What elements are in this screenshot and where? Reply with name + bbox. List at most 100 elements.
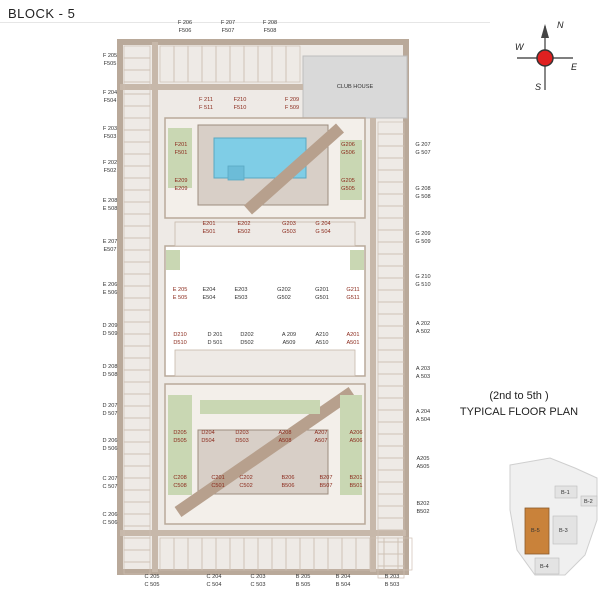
floor-range: (2nd to 5th ) (489, 390, 549, 402)
lower-lawn-right (340, 395, 362, 495)
unit-label: E 208 (103, 198, 118, 204)
unit-label: A510 (315, 340, 328, 346)
unit-label: G 210 (415, 274, 430, 280)
unit-label: G211 (346, 287, 359, 293)
unit-label: D503 (235, 438, 248, 444)
mid-unit-row-bottom (174, 349, 356, 377)
unit-label: G501 (315, 295, 329, 301)
unit-label: B501 (349, 483, 362, 489)
unit-label: D203 (235, 430, 248, 436)
unit-label: D 201 (208, 332, 223, 338)
unit-label: G505 (341, 186, 355, 192)
unit-label: D510 (173, 340, 186, 346)
unit-label: A507 (314, 438, 327, 444)
unit-label: A206 (349, 430, 362, 436)
unit-label: E209 (174, 178, 187, 184)
unit-label: F201 (175, 142, 188, 148)
unit-label: F 208 (263, 20, 277, 26)
lower-diagonal-walkway (174, 387, 356, 517)
unit-label: G 208 (415, 186, 430, 192)
typical-floor-plan-title: (2nd to 5th ) TYPICAL FLOOR PLAN (444, 388, 594, 420)
unit-label: G 504 (315, 229, 330, 235)
compass-s: S (535, 82, 541, 92)
unit-grid (123, 45, 413, 579)
unit-label: E203 (234, 287, 247, 293)
unit-label: D205 (173, 430, 186, 436)
unit-label: G 507 (415, 150, 430, 156)
key-plan-b2-label: B-2 (584, 499, 593, 505)
unit-label: F510 (234, 105, 247, 111)
unit-label: A 504 (416, 417, 430, 423)
unit-label: C 503 (251, 582, 266, 588)
floor-plan-label: TYPICAL FLOOR PLAN (459, 406, 579, 418)
unit-label: C 504 (207, 582, 222, 588)
unit-label: G205 (341, 178, 355, 184)
unit-label: C 505 (145, 582, 160, 588)
unit-label: A201 (346, 332, 359, 338)
mid-green-right (350, 250, 364, 270)
north-corridor (120, 84, 303, 90)
unit-label: B 205 (296, 574, 311, 580)
unit-label: D 501 (208, 340, 223, 346)
unit-label: F 211 (199, 97, 213, 103)
unit-label: A208 (278, 430, 291, 436)
unit-label: G502 (277, 295, 291, 301)
unit-label: F 509 (285, 105, 299, 111)
unit-label: E209 (174, 186, 187, 192)
unit-label: C501 (211, 483, 224, 489)
unit-label: D 507 (103, 411, 118, 417)
key-plan-b3-label: B-3 (559, 528, 568, 534)
upper-lawn-left (168, 128, 192, 188)
unit-label: F502 (104, 168, 117, 174)
unit-label: F 205 (103, 53, 117, 59)
unit-label: F507 (222, 28, 235, 34)
unit-label: G 207 (415, 142, 430, 148)
unit-label: D504 (201, 438, 214, 444)
unit-label: E204 (202, 287, 215, 293)
unit-label: E501 (202, 229, 215, 235)
compass-n: N (557, 20, 564, 30)
unit-label: G 204 (315, 221, 330, 227)
lower-lawn-top (200, 400, 320, 414)
unit-label: F 209 (285, 97, 299, 103)
unit-label: F210 (234, 97, 247, 103)
key-plan-b1 (554, 485, 578, 499)
unit-label: B507 (319, 483, 332, 489)
west-corridor (152, 42, 158, 572)
unit-label: B 504 (336, 582, 351, 588)
lower-lawn-left (168, 395, 192, 495)
upper-lawn-right (340, 140, 362, 200)
unit-label: F 207 (221, 20, 235, 26)
compass-center (536, 49, 554, 67)
unit-label: G 510 (415, 282, 430, 288)
unit-label: A505 (416, 464, 429, 470)
unit-label: C 207 (103, 476, 118, 482)
unit-label: C 507 (103, 484, 118, 490)
unit-label: C 506 (103, 520, 118, 526)
unit-cell-south (397, 537, 413, 571)
unit-label: E503 (234, 295, 247, 301)
unit-label: F505 (104, 61, 117, 67)
unit-label: C 206 (103, 512, 118, 518)
unit-label: D 208 (103, 364, 118, 370)
club-house-label: CLUB HOUSE (337, 84, 374, 90)
unit-label: G 508 (415, 194, 430, 200)
unit-label: E507 (103, 247, 116, 253)
key-plan-b1-label: B-1 (561, 490, 570, 496)
key-plan-b2 (580, 495, 598, 507)
unit-label: E 506 (103, 290, 118, 296)
unit-label: B207 (319, 475, 332, 481)
unit-label: B506 (281, 483, 294, 489)
unit-label: D502 (240, 340, 253, 346)
unit-label: A501 (346, 340, 359, 346)
unit-label: B201 (349, 475, 362, 481)
unit-label: D204 (201, 430, 214, 436)
unit-label: G511 (346, 295, 359, 301)
unit-label: G 209 (415, 231, 430, 237)
mid-green-left (166, 250, 180, 270)
club-house (302, 55, 408, 119)
key-plan-b4 (534, 557, 560, 575)
key-plan-b5-highlight (524, 507, 550, 555)
